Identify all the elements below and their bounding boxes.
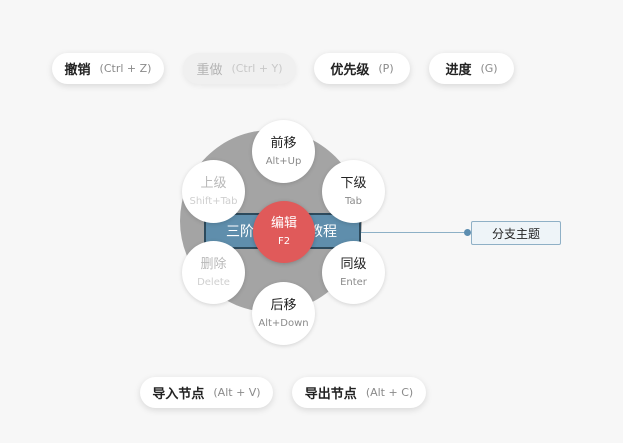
down-level-button[interactable]: 下级 Tab [322,160,385,223]
undo-shortcut: (Ctrl + Z) [99,62,152,75]
sibling-shortcut: Enter [340,276,367,288]
move-back-button[interactable]: 后移 Alt+Down [252,282,315,345]
redo-button[interactable]: 重做 (Ctrl + Y) [183,53,296,84]
import-node-label: 导入节点 [152,387,205,402]
main-topic-text-left: 三阶 [226,224,254,240]
edit-shortcut: F2 [277,236,291,247]
priority-button[interactable]: 优先级 (P) [314,53,410,84]
move-forward-label: 前移 [270,135,297,151]
up-level-shortcut: Shift+Tab [189,195,238,207]
delete-shortcut: Delete [197,276,230,288]
up-level-button[interactable]: 上级 Shift+Tab [182,160,245,223]
redo-label: 重做 [196,63,223,78]
main-topic-text-right: 教程 [309,224,337,240]
export-node-button[interactable]: 导出节点 (Alt + C) [292,377,426,408]
priority-shortcut: (P) [378,62,394,75]
sibling-label: 同级 [340,256,367,272]
edit-label: 编辑 [270,216,297,231]
branch-connector-dot [464,229,471,236]
delete-label: 删除 [200,256,227,272]
export-node-shortcut: (Alt + C) [365,386,414,399]
edit-button[interactable]: 编辑 F2 [253,201,315,263]
delete-button[interactable]: 删除 Delete [182,241,245,304]
move-forward-button[interactable]: 前移 Alt+Up [252,120,315,183]
import-node-shortcut: (Alt + V) [213,386,261,399]
progress-label: 进度 [445,63,472,78]
move-forward-shortcut: Alt+Up [265,155,302,167]
move-back-label: 后移 [270,297,297,313]
progress-shortcut: (G) [480,62,498,75]
sibling-button[interactable]: 同级 Enter [322,241,385,304]
import-node-button[interactable]: 导入节点 (Alt + V) [140,377,273,408]
subtopic-node[interactable]: 分支主题 [471,221,561,245]
redo-shortcut: (Ctrl + Y) [231,62,283,75]
undo-button[interactable]: 撤销 (Ctrl + Z) [52,53,164,84]
undo-label: 撤销 [64,63,91,78]
progress-button[interactable]: 进度 (G) [429,53,514,84]
up-level-label: 上级 [200,175,227,191]
down-level-shortcut: Tab [345,195,362,207]
down-level-label: 下级 [340,175,367,191]
move-back-shortcut: Alt+Down [258,317,309,329]
subtopic-label: 分支主题 [491,226,540,241]
branch-connector [361,232,467,233]
export-node-label: 导出节点 [304,387,357,402]
priority-label: 优先级 [330,63,370,78]
